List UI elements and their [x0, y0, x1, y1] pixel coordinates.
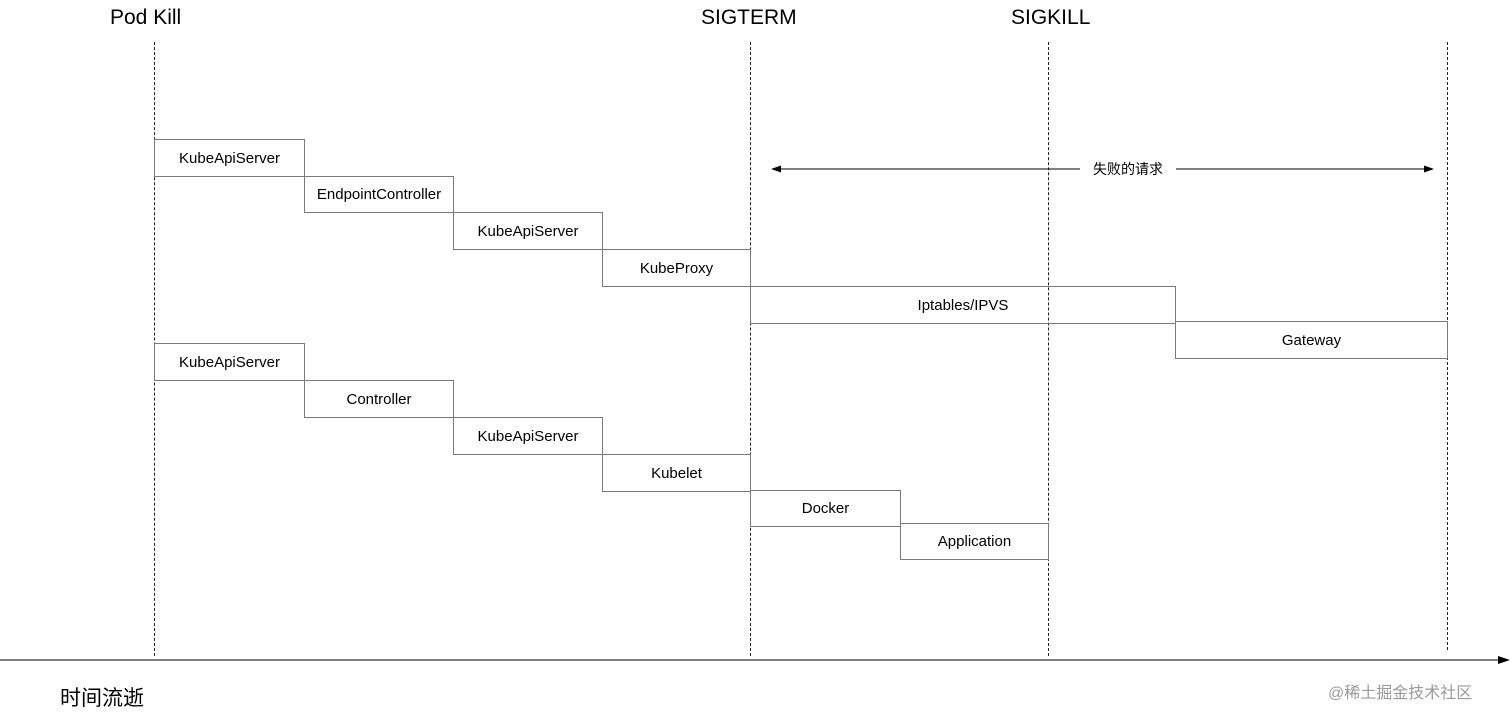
- step-label: Controller: [346, 390, 412, 408]
- network-step-iptables-ipvs: Iptables/IPVS: [750, 286, 1176, 324]
- marker-label-sigkill: SIGKILL: [1011, 6, 1091, 29]
- sigkill-dashed-line: [1048, 42, 1049, 656]
- network-step-kubeproxy: KubeProxy: [602, 249, 751, 287]
- pod-step-kubelet: Kubelet: [602, 454, 751, 492]
- network-step-kubeapiserver-1: KubeApiServer: [154, 139, 305, 177]
- failed-requests-arrow-right-head: [1424, 165, 1434, 173]
- step-label: KubeApiServer: [477, 222, 579, 240]
- network-step-kubeapiserver-2: KubeApiServer: [453, 212, 603, 250]
- step-label: Application: [937, 533, 1012, 550]
- step-label: KubeApiServer: [477, 427, 579, 445]
- network-step-gateway: Gateway: [1175, 321, 1448, 359]
- pod-step-docker: Docker: [750, 490, 901, 527]
- failed-requests-arrow-left-head: [771, 165, 781, 173]
- step-label: Iptables/IPVS: [917, 296, 1009, 314]
- marker-label-sigterm: SIGTERM: [701, 6, 797, 29]
- step-label: KubeApiServer: [179, 149, 280, 167]
- watermark: @稀土掘金技术社区: [1328, 685, 1473, 702]
- time-axis-label: 时间流逝: [60, 687, 144, 710]
- step-label: EndpointController: [316, 186, 442, 203]
- step-label: KubeApiServer: [179, 353, 280, 371]
- pod-step-application: Application: [900, 523, 1049, 560]
- pod-step-kubeapiserver-2: KubeApiServer: [453, 417, 603, 455]
- pod-step-controller: Controller: [304, 380, 454, 418]
- sigterm-dashed-line: [750, 42, 751, 656]
- step-label: KubeProxy: [639, 259, 714, 277]
- marker-label-pod-kill: Pod Kill: [110, 6, 182, 29]
- pod-step-kubeapiserver-1: KubeApiServer: [154, 343, 305, 381]
- step-label: Kubelet: [651, 464, 702, 482]
- network-step-endpointcontroller: EndpointController: [304, 176, 454, 213]
- time-axis-arrow-head: [1498, 656, 1510, 664]
- step-label: Gateway: [1281, 331, 1342, 349]
- step-label: Docker: [801, 500, 850, 517]
- failed-requests-label: 失败的请求: [1080, 158, 1176, 180]
